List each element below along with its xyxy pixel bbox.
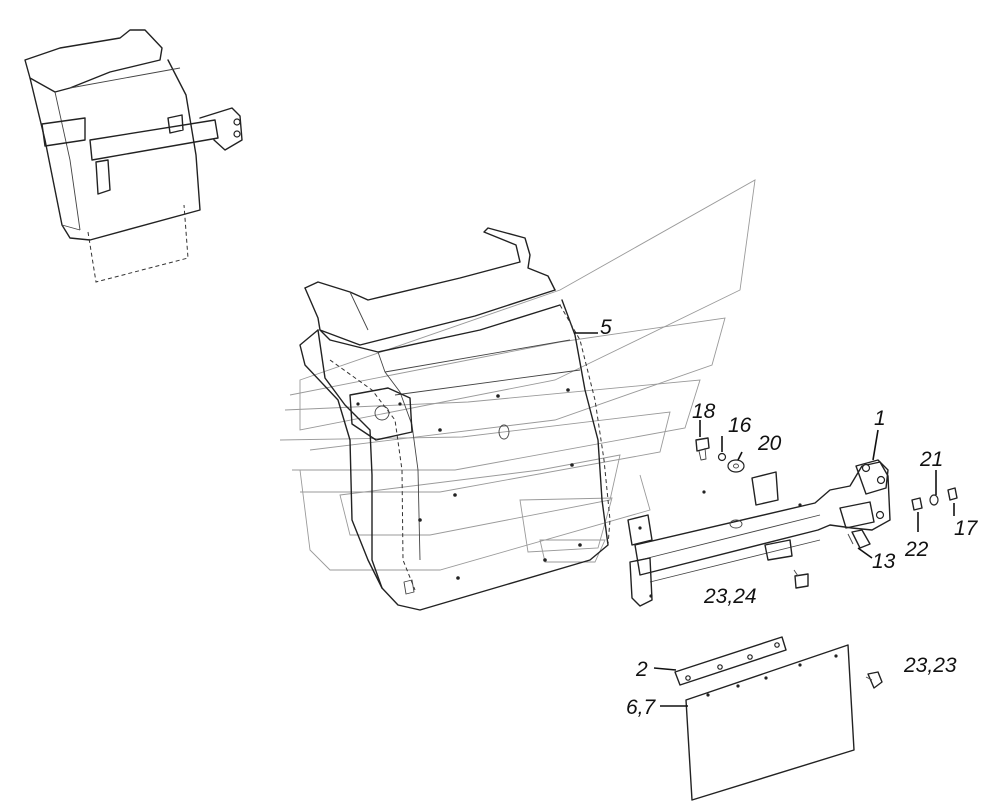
callout-23-23: 23,23: [903, 654, 957, 677]
fasteners: [695, 437, 958, 689]
callout-16: 16: [728, 414, 752, 437]
callout-17: 17: [954, 517, 979, 540]
callout-13: 13: [872, 550, 896, 573]
callout-2: 2: [635, 658, 648, 681]
callout-21: 21: [919, 448, 943, 471]
callout-5: 5: [600, 316, 612, 339]
callout-1: 1: [874, 407, 886, 430]
callout-18: 18: [692, 400, 716, 423]
callout-20: 20: [757, 432, 782, 455]
mounting-strip: [674, 636, 787, 686]
cab-body: [299, 227, 611, 611]
overview-assembly: [24, 29, 243, 283]
callout-labels: 5 18 16 20 1 21 22 17 13 23,24 23,23 2 6…: [600, 316, 979, 719]
callout-22: 22: [904, 538, 929, 561]
bracket-beam-assembly: [627, 459, 891, 607]
callout-6-7: 6,7: [626, 696, 657, 719]
callout-23-24: 23,24: [703, 585, 757, 608]
leader-lines: [574, 332, 955, 707]
mudflap-plate: [685, 644, 855, 801]
ghost-chevron-outline: [279, 179, 756, 571]
